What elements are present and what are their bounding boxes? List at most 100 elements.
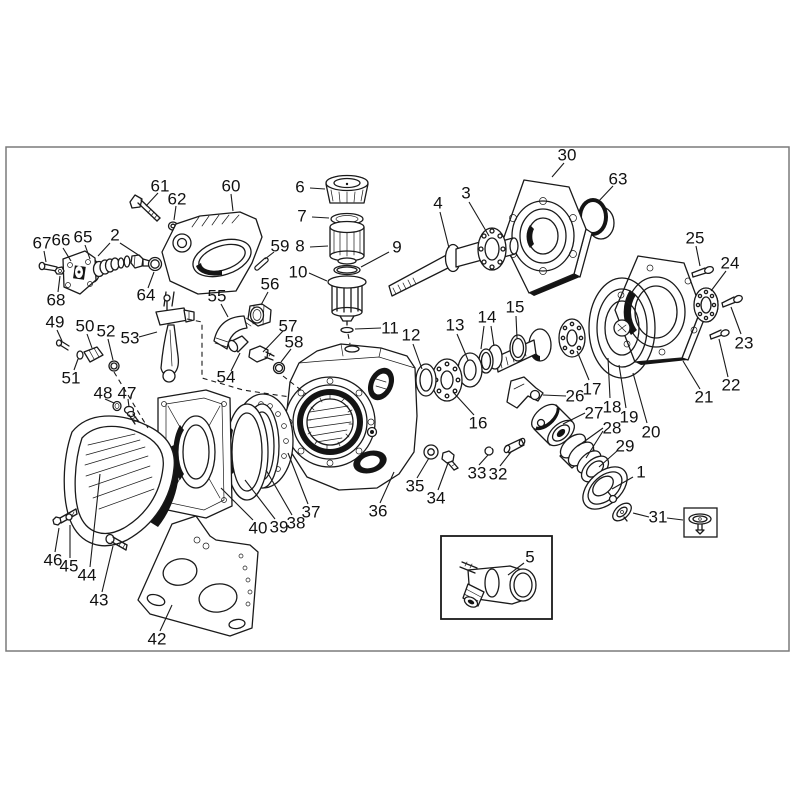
leader-line-35 — [416, 457, 430, 479]
assembly-dashed-lines — [113, 318, 307, 429]
leader-line-4 — [439, 211, 450, 249]
leader-line-11 — [354, 327, 382, 330]
part-label-52: 52 — [97, 322, 116, 341]
leader-line-24 — [710, 270, 727, 292]
leader-line-22 — [718, 338, 729, 378]
leader-line-68 — [57, 275, 61, 293]
hose-elbow-55 — [213, 315, 253, 350]
part-label-31: 31 — [649, 508, 668, 527]
inset-box-part-31 — [683, 507, 718, 538]
part-label-25: 25 — [686, 229, 705, 248]
leader-line-20 — [632, 372, 648, 424]
part-label-11: 11 — [381, 319, 399, 338]
o-ring-11 — [340, 326, 354, 345]
leader-line-6 — [309, 187, 326, 190]
part-label-51: 51 — [62, 369, 81, 388]
leader-line-56 — [260, 291, 269, 306]
screw-47-oring-48 — [112, 400, 140, 425]
leader-line-58 — [280, 348, 292, 363]
valve-assembly-group-2 — [92, 254, 151, 278]
leader-line-46 — [54, 527, 60, 553]
bearing-3 — [477, 227, 507, 271]
part-label-5: 5 — [525, 548, 534, 567]
leader-line-13 — [456, 333, 469, 361]
leader-line-38 — [265, 469, 293, 516]
part-label-9: 9 — [392, 238, 401, 257]
leader-line-33 — [478, 454, 489, 466]
leader-line-59 — [264, 251, 275, 260]
leader-line-39 — [244, 479, 276, 520]
part-label-14: 14 — [478, 308, 497, 327]
part-label-37: 37 — [302, 503, 321, 522]
filter-body-8 — [329, 220, 365, 265]
bearing-24 — [693, 287, 719, 323]
drain-plug-49-50-51-52 — [55, 339, 120, 372]
part-label-8: 8 — [295, 237, 304, 256]
washer-35-bolt-34 — [423, 444, 459, 471]
part-label-66: 66 — [52, 231, 71, 250]
screw-67-nut-68 — [38, 261, 65, 275]
bolts-22-23-25 — [691, 265, 743, 340]
bolt-43 — [105, 533, 128, 551]
part-label-48: 48 — [94, 384, 113, 403]
leader-line-52 — [107, 338, 114, 361]
leader-line-17 — [576, 350, 590, 381]
pump-housing-36 — [284, 343, 418, 491]
leader-line-3 — [468, 201, 490, 237]
leader-line-44 — [89, 473, 101, 568]
part-label-4: 4 — [433, 194, 442, 213]
part-label-39: 39 — [270, 518, 289, 537]
bearing-17 — [558, 318, 586, 358]
fitting-54-nipple-57-oring-58 — [227, 335, 286, 375]
part-label-1: 1 — [636, 463, 645, 482]
part-label-54: 54 — [217, 368, 236, 387]
leader-line-63 — [596, 185, 614, 204]
bolts-45-46 — [52, 508, 78, 526]
leader-line-31 — [632, 512, 650, 518]
valve-cap-31 — [612, 502, 632, 522]
clip-33-pin-32 — [484, 437, 526, 456]
part-label-61: 61 — [151, 177, 170, 196]
leader-line-18 — [607, 357, 611, 399]
part-label-30: 30 — [558, 146, 577, 165]
leader-line-28 — [577, 427, 604, 447]
leader-line-5 — [507, 562, 525, 576]
leader-line-21 — [682, 360, 701, 390]
leader-line-1 — [611, 476, 634, 490]
part-label-29: 29 — [616, 437, 635, 456]
valve-cover-flange-66 — [62, 250, 101, 295]
suction-cone-44 — [63, 415, 180, 547]
leader-line-36 — [379, 471, 395, 504]
part-label-63: 63 — [609, 170, 628, 189]
leader-line-14 — [480, 325, 485, 350]
leader-line-2 — [119, 242, 141, 257]
part-label-26: 26 — [566, 387, 585, 406]
leader-line-42 — [159, 604, 173, 632]
leader-line-28 — [585, 430, 604, 459]
part-label-43: 43 — [90, 591, 109, 610]
leader-line-48 — [104, 398, 115, 404]
leader-line-30 — [551, 162, 565, 178]
leader-line-60 — [230, 193, 234, 212]
part-label-44: 44 — [78, 566, 97, 585]
part-label-24: 24 — [721, 254, 740, 273]
o-ring-64 — [147, 256, 163, 272]
part-label-50: 50 — [76, 317, 95, 336]
part-label-42: 42 — [148, 630, 167, 649]
spline-ticks — [306, 394, 354, 450]
filter-bowl-10 — [327, 275, 367, 326]
part-label-47: 47 — [118, 384, 137, 403]
leader-line-34 — [437, 462, 449, 491]
leader-line-8 — [309, 245, 329, 248]
leader-line-61 — [145, 192, 159, 207]
part-label-22: 22 — [722, 376, 741, 395]
piston-27 — [531, 403, 575, 447]
leader-line-40 — [220, 487, 254, 521]
part-label-45: 45 — [60, 557, 79, 576]
leader-line-26 — [542, 394, 567, 397]
seal-rings-18-19-20 — [588, 277, 656, 379]
leader-line-7 — [311, 216, 330, 219]
part-label-23: 23 — [735, 334, 754, 353]
part-label-49: 49 — [46, 313, 65, 332]
